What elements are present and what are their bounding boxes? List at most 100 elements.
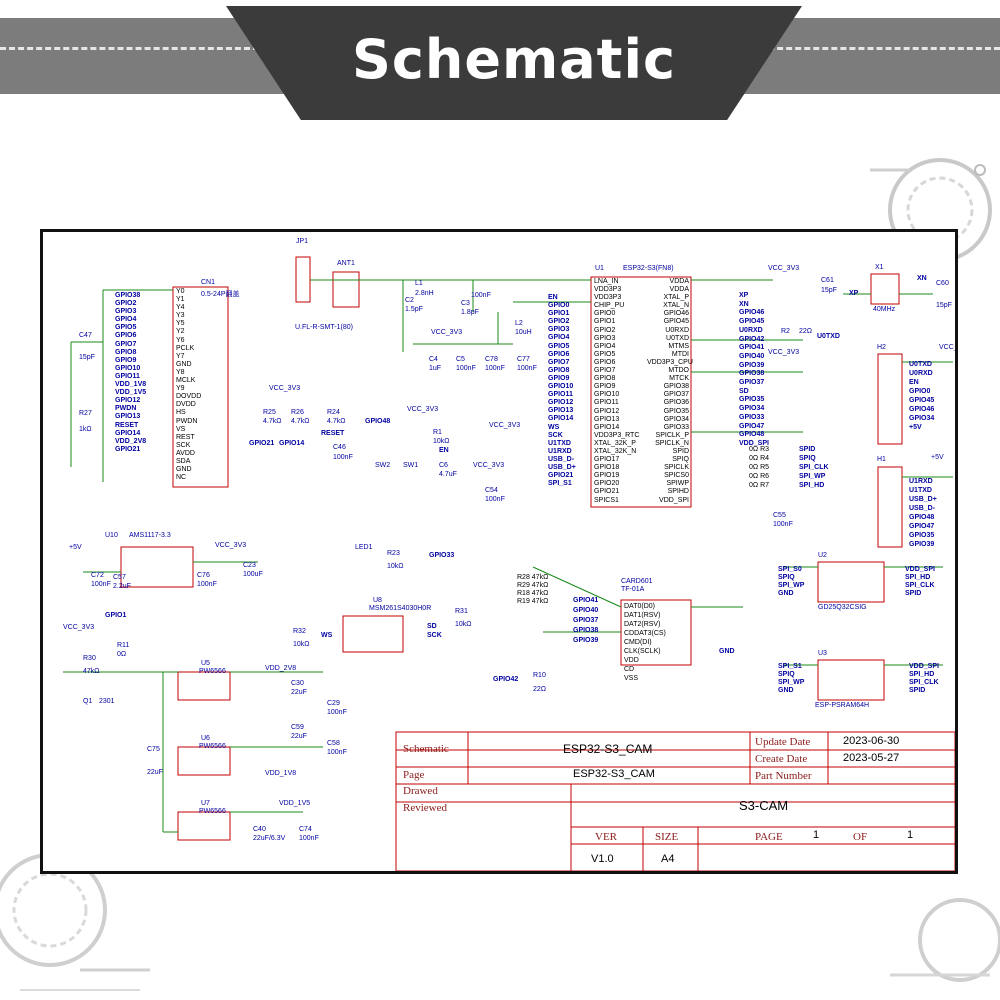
c72-value: 100nF	[91, 581, 111, 588]
u3-value: ESP-PSRAM64H	[815, 702, 870, 709]
c75-ref: C75	[147, 746, 160, 753]
cn1-pin: Y2	[176, 328, 185, 336]
c74-ref: C74	[299, 826, 312, 833]
cn1-net: GPIO6	[115, 332, 137, 340]
r31-ref: R31	[455, 608, 468, 615]
u8-value: MSM261S4030H0R	[369, 605, 432, 612]
u1-right-net: GPIO37	[739, 379, 765, 387]
r30-value: 47kΩ	[83, 668, 100, 675]
cn1-net: GPIO3	[115, 308, 137, 316]
l2-value: 10uH	[515, 329, 532, 336]
c76-value: 100nF	[197, 581, 217, 588]
u2-right-net: SPID	[905, 590, 922, 597]
u1-left-pin: GPIO8	[594, 375, 616, 383]
tb-drawed-label: Drawed	[403, 785, 438, 797]
l1-value: 2.8nH	[415, 290, 434, 297]
u1-right-pin: MTMS	[668, 342, 689, 350]
u1-right-pin: MTDI	[671, 350, 689, 358]
u1-left-pin: GPIO3	[594, 334, 616, 342]
u1-right-pin: SPICLK_P	[655, 431, 689, 439]
u1-left-pin: VDD3P3_RTC	[594, 431, 640, 439]
u1-left-net: USB_D+	[548, 463, 576, 471]
h1-net: U1TXD	[909, 487, 932, 494]
cn1-pin: Y1	[176, 296, 185, 304]
x1-value: 40MHz	[873, 306, 896, 313]
vcc-label-cpu: VCC_3V3	[768, 349, 800, 356]
u1-left-net: GPIO14	[548, 415, 574, 423]
card-net: GPIO37	[573, 617, 599, 624]
card-net: GPIO41	[573, 597, 599, 604]
u1-part: ESP32-S3(FN8)	[623, 265, 674, 272]
u1-left-net: GPIO13	[548, 407, 574, 415]
c77-ref: C77	[517, 356, 530, 363]
cn1-net: VDD_2V8	[115, 437, 147, 445]
tb-create-label: Create Date	[755, 753, 808, 765]
r32-value: 10kΩ	[293, 641, 310, 648]
tb-ver-label: VER	[595, 831, 617, 843]
cn1-net: GPIO5	[115, 324, 137, 332]
cn1-part: 0.5-24P翻盖	[201, 291, 240, 298]
u1-left-pin: GPIO14	[594, 423, 620, 431]
h2-net: EN	[909, 379, 919, 386]
u1-right-net: XP	[739, 292, 749, 299]
title-block: Schematic ESP32-S3_CAM Page ESP32-S3_CAM…	[43, 232, 955, 871]
u1-right-net: VDD_SPI	[739, 439, 769, 447]
tb-of-label: OF	[853, 831, 868, 843]
u5-body	[177, 671, 231, 701]
tb-schematic-value: ESP32-S3_CAM	[563, 742, 653, 756]
u1-right-pin: GPIO35	[663, 407, 689, 415]
c59-value: 22uF	[291, 733, 307, 740]
r10-ref: R10	[533, 672, 546, 679]
u1-left-pin: VDD3P3	[594, 286, 622, 294]
u0txd-net: U0TXD	[817, 333, 840, 340]
c55-ref: C55	[773, 512, 786, 519]
vdd15-net: VDD_1V5	[279, 800, 311, 807]
u5-value: PW6566	[199, 668, 226, 675]
u1-right-pin: GPIO46	[663, 310, 689, 318]
u1-left-pin: GPIO9	[594, 383, 616, 391]
gpio21-net: GPIO21	[249, 440, 275, 447]
ufl-part: U.FL-R-SMT-1(80)	[295, 324, 353, 331]
q1-value: 2301	[99, 698, 115, 705]
tb-project-value: S3-CAM	[739, 798, 789, 813]
u1-right-pin: SPIQ	[672, 456, 689, 464]
h1-ref: H1	[877, 456, 886, 463]
tb-partnum-label: Part Number	[755, 770, 812, 782]
tb-size-label: SIZE	[655, 831, 679, 843]
q1-ref: Q1	[83, 698, 93, 705]
r23-ref: R23	[387, 550, 400, 557]
u2-net: SPI_S0	[778, 566, 802, 573]
u1-left-net: GPIO7	[548, 358, 570, 366]
cn1-pin: GND	[176, 466, 192, 474]
card-pin: CDDAT3(CS)	[624, 630, 666, 637]
cn1-pin: Y0	[176, 288, 185, 295]
schematic-drawing	[63, 256, 955, 871]
u1-right-pin: GPIO36	[663, 399, 689, 407]
cn1-net: GPIO14	[115, 429, 141, 437]
u6-body	[177, 746, 231, 776]
u1-right-net: GPIO46	[739, 309, 765, 317]
r32-ref: R32	[293, 628, 306, 635]
c40-ref: C40	[253, 826, 266, 833]
c60-value: 15pF	[936, 302, 952, 309]
h1-header-body	[877, 466, 903, 548]
spi-net: SPI_HD	[799, 482, 825, 489]
c46-value: 100nF	[333, 454, 353, 461]
cn1-ref: CN1	[201, 279, 216, 286]
cn1-pin: PWDN	[176, 417, 198, 425]
u6-value: PW6566	[199, 743, 226, 750]
schematic-wires	[63, 279, 953, 833]
gpio42-net: GPIO42	[493, 676, 519, 683]
u1-left-pin: GPIO20	[594, 480, 620, 488]
u1-left-net: USB_D-	[548, 455, 575, 463]
h2-ref: H2	[877, 344, 886, 351]
h2-net: +5V	[909, 424, 922, 431]
c54-value: 100nF	[485, 496, 505, 503]
u1-right-pin: SPIWP	[666, 480, 689, 488]
u3-net: GND	[778, 687, 794, 694]
